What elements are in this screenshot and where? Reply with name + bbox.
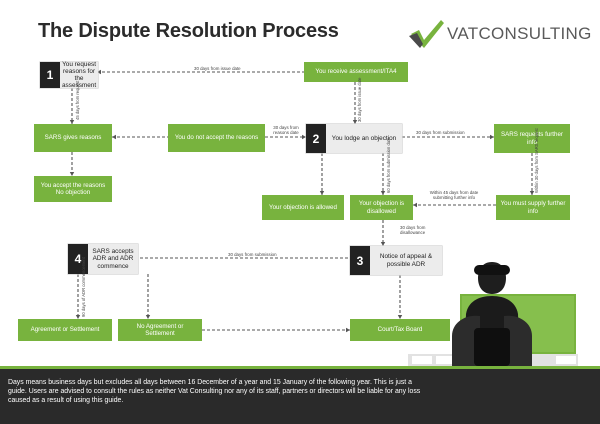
- logo-text: VATCONSULTING: [447, 24, 592, 43]
- step-number: 2: [306, 124, 326, 153]
- objection-disallowed-box: Your objection is disallowed: [350, 195, 413, 220]
- step-text: SARS accepts ADR and ADR commence: [92, 248, 134, 270]
- label-submission-30-mid: 30 days from submission: [228, 252, 277, 257]
- step-number: 4: [68, 244, 88, 274]
- label-reasons-30: 30 days from reasons date: [273, 125, 299, 135]
- label-issue-30: 30 days from issue date: [194, 66, 241, 71]
- agreement-settlement-box: Agreement or Settlement: [18, 319, 112, 341]
- objection-allowed-box: Your objection is allowed: [262, 195, 344, 220]
- footer-stripe: [0, 366, 600, 369]
- label-within-45: Within 45 days from date submitting furt…: [429, 190, 479, 200]
- supply-info-box: You must supply further info: [496, 195, 570, 220]
- step-text: Notice of appeal & possible ADR: [379, 253, 433, 268]
- no-agreement-box: No Agreement or Settlement: [118, 319, 202, 341]
- step-4-adr-commence: 4 SARS accepts ADR and ADR commence: [68, 244, 138, 274]
- sars-gives-reasons-box: SARS gives reasons: [34, 124, 112, 152]
- label-submission-30-top: 30 days from submission: [416, 130, 465, 135]
- label-adr-90: 90 days of ADR commencement: [81, 256, 86, 317]
- vat-consulting-logo: VATCONSULTING: [407, 16, 591, 50]
- receive-assessment-box: You receive assessment/ITA4: [304, 62, 408, 82]
- step-3-notice-of-appeal: 3 Notice of appeal & possible ADR: [350, 246, 442, 275]
- sars-requests-info-box: SARS requests further info: [494, 124, 570, 153]
- label-within-30: Within 30 days from SARS request: [534, 128, 539, 193]
- step-number: 3: [350, 246, 370, 275]
- label-disallowance-30: 30 days from disallowance: [400, 225, 426, 235]
- not-accept-reasons-box: You do not accept the reasons: [168, 124, 265, 152]
- step-text: You lodge an objection: [331, 134, 397, 142]
- step-2-lodge-objection: 2 You lodge an objection: [306, 124, 402, 153]
- label-request-45: 45 days from request: [75, 80, 80, 120]
- step-1-request-reasons: 1 You request reasons for the assessment: [40, 60, 98, 90]
- footer-text: Days means business days but excludes al…: [8, 379, 421, 405]
- label-submission-60: 60 days from submission date: [386, 137, 391, 193]
- label-issue-30-vertical: 30 days from issue date: [357, 77, 362, 122]
- page-title: The Dispute Resolution Process: [38, 20, 339, 42]
- accept-reasons-box: You accept the reasons No objection: [34, 176, 112, 202]
- step-text: You request reasons for the assessment: [62, 60, 97, 90]
- checkmark-logo-icon: [409, 20, 444, 48]
- footer-disclaimer: Days means business days but excludes al…: [0, 366, 600, 424]
- person-at-desk-illustration: [408, 262, 578, 366]
- step-number: 1: [40, 62, 60, 88]
- court-tax-board-box: Court/Tax Board: [350, 319, 450, 341]
